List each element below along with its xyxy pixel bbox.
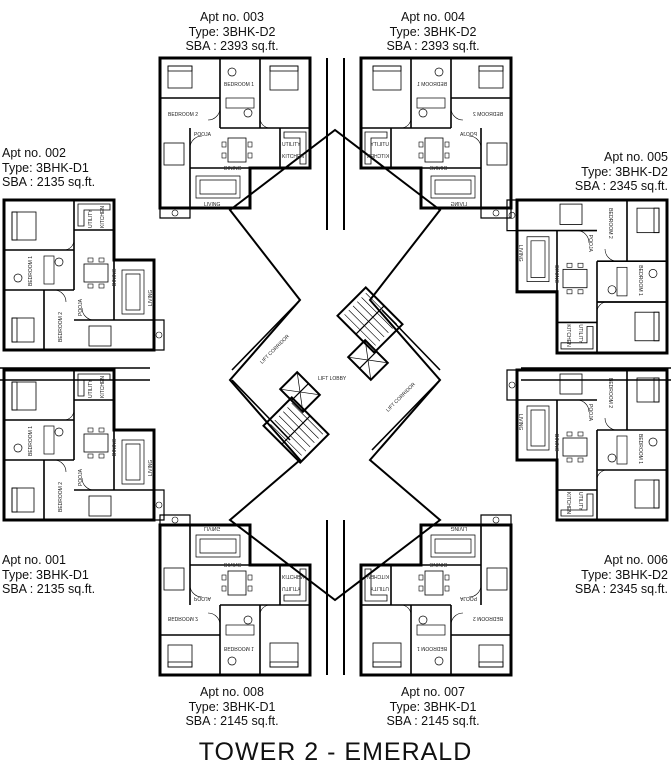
tower-title: TOWER 2 - EMERALD bbox=[198, 738, 473, 766]
core-stairs-upper bbox=[336, 286, 404, 382]
apt-number: Apt no. 007 bbox=[401, 685, 465, 699]
apt-type: Type: 3BHK-D1 bbox=[188, 699, 276, 714]
apt-label-002: Apt no. 002 Type: 3BHK-D1 SBA : 2135 sq.… bbox=[2, 146, 112, 190]
apt-sba: SBA : 2145 sq.ft. bbox=[185, 714, 279, 728]
floor-plan: BEDROOM 1 BEDROOM 2 DINING LIVING KITCHE… bbox=[0, 56, 671, 677]
apt-sba: SBA : 2135 sq.ft. bbox=[2, 582, 96, 596]
core-label-lift-lobby: LIFT LOBBY bbox=[318, 376, 347, 382]
core-label-lift-corridor-left: LIFT CORRIDOR bbox=[259, 333, 291, 365]
apt-label-008: Apt no. 008 Type: 3BHK-D1 SBA : 2145 sq.… bbox=[172, 685, 292, 729]
apt-number: Apt no. 003 bbox=[200, 10, 264, 24]
apt-sba: SBA : 2135 sq.ft. bbox=[2, 175, 96, 189]
apt-number: Apt no. 006 bbox=[604, 553, 668, 567]
apt-label-007: Apt no. 007 Type: 3BHK-D1 SBA : 2145 sq.… bbox=[373, 685, 493, 729]
apt-label-004: Apt no. 004 Type: 3BHK-D2 SBA : 2393 sq.… bbox=[373, 10, 493, 54]
core-stairs-lower bbox=[262, 370, 330, 464]
apt-type: Type: 3BHK-D2 bbox=[581, 164, 668, 179]
apt-number: Apt no. 005 bbox=[604, 150, 668, 164]
apt-label-006: Apt no. 006 Type: 3BHK-D2 SBA : 2345 sq.… bbox=[556, 553, 668, 597]
apt-type: Type: 3BHK-D2 bbox=[389, 24, 477, 39]
apt-number: Apt no. 008 bbox=[200, 685, 264, 699]
apt-type: Type: 3BHK-D1 bbox=[2, 567, 89, 582]
apt-number: Apt no. 001 bbox=[2, 553, 66, 567]
apt-number: Apt no. 004 bbox=[401, 10, 465, 24]
apt-type: Type: 3BHK-D1 bbox=[2, 160, 89, 175]
apt-sba: SBA : 2145 sq.ft. bbox=[386, 714, 480, 728]
apt-type: Type: 3BHK-D2 bbox=[581, 567, 668, 582]
apt-sba: SBA : 2345 sq.ft. bbox=[574, 582, 668, 596]
apt-label-001: Apt no. 001 Type: 3BHK-D1 SBA : 2135 sq.… bbox=[2, 553, 112, 597]
apt-sba: SBA : 2345 sq.ft. bbox=[574, 179, 668, 193]
apt-label-003: Apt no. 003 Type: 3BHK-D2 SBA : 2393 sq.… bbox=[172, 10, 292, 54]
apt-number: Apt no. 002 bbox=[2, 146, 66, 160]
apt-sba: SBA : 2393 sq.ft. bbox=[386, 39, 480, 53]
apt-type: Type: 3BHK-D1 bbox=[389, 699, 477, 714]
apt-label-005: Apt no. 005 Type: 3BHK-D2 SBA : 2345 sq.… bbox=[556, 150, 668, 194]
apt-sba: SBA : 2393 sq.ft. bbox=[185, 39, 279, 53]
apt-type: Type: 3BHK-D2 bbox=[188, 24, 276, 39]
